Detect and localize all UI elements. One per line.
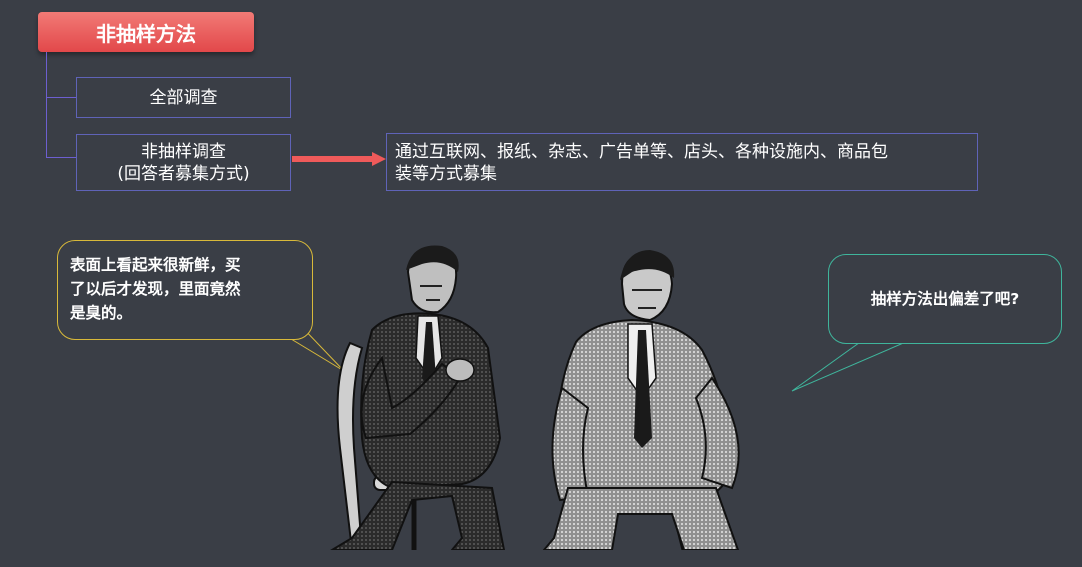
recruitment-methods-box: 通过互联网、报纸、杂志、广告单等、店头、各种设施内、商品包 装等方式募集 bbox=[386, 133, 978, 191]
right-speech-bubble: 抽样方法出偏差了吧? bbox=[828, 254, 1062, 344]
right-bubble-tail bbox=[791, 334, 923, 392]
branch-non-sampling-survey: 非抽样调查 (回答者募集方式) bbox=[76, 134, 291, 191]
left-man-figure bbox=[330, 245, 506, 550]
branch-non-sampling-line2: (回答者募集方式) bbox=[117, 163, 250, 184]
branch-full-survey-label: 全部调查 bbox=[149, 87, 218, 108]
recruitment-methods-line1: 通过互联网、报纸、杂志、广告单等、店头、各种设施内、商品包 bbox=[395, 142, 888, 162]
branch-non-sampling-line1: 非抽样调查 bbox=[141, 141, 226, 162]
left-bubble-line2: 了以后才发现，里面竟然 bbox=[70, 280, 241, 298]
branch-full-survey: 全部调查 bbox=[76, 77, 291, 118]
two-seated-men-illustration bbox=[330, 245, 740, 550]
right-man-figure bbox=[542, 250, 740, 550]
title-badge: 非抽样方法 bbox=[38, 12, 254, 52]
left-speech-bubble: 表面上看起来很新鲜，买 了以后才发现，里面竟然 是臭的。 bbox=[57, 240, 313, 340]
tree-connector-vertical bbox=[46, 52, 47, 158]
title-text: 非抽样方法 bbox=[96, 21, 196, 46]
right-bubble-text: 抽样方法出偏差了吧? bbox=[870, 290, 1020, 308]
recruitment-methods-line2: 装等方式募集 bbox=[395, 164, 497, 184]
left-bubble-line1: 表面上看起来很新鲜，买 bbox=[70, 256, 241, 274]
right-arrow-icon bbox=[292, 152, 386, 166]
left-bubble-line3: 是臭的。 bbox=[70, 304, 133, 322]
tree-connector-branch2 bbox=[46, 157, 76, 158]
tree-connector-branch1 bbox=[46, 97, 76, 98]
